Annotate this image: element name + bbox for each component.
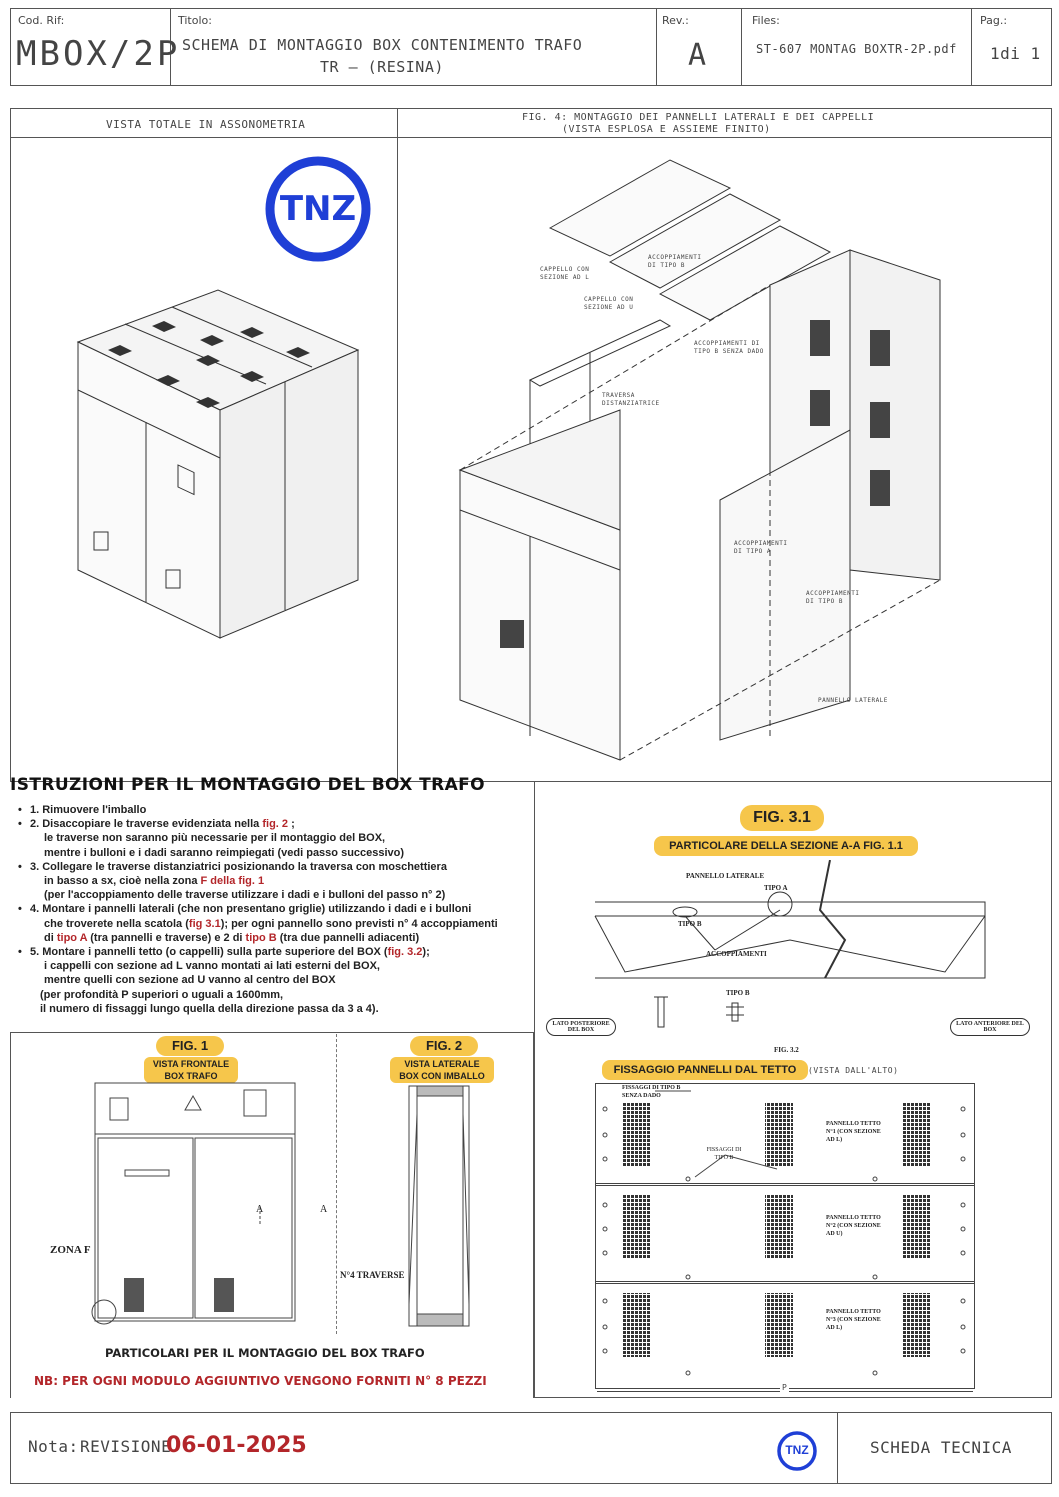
- side-view-drawing: [408, 1085, 470, 1327]
- label-cappello-u: CAPPELLO CON SEZIONE AD U: [584, 296, 634, 311]
- files-value: ST-607 MONTAG BOXTR-2P.pdf: [756, 42, 957, 56]
- fig1-section-a-left: A: [256, 1204, 264, 1215]
- lato-posteriore: LATO POSTERIORE DEL BOX: [546, 1018, 616, 1036]
- left-panel-title: VISTA TOTALE IN ASSONOMETRIA: [106, 118, 306, 131]
- roof-title-note: (VISTA DALL'ALTO): [808, 1066, 899, 1075]
- roof-divider: [595, 1183, 975, 1184]
- fig-divider: [336, 1034, 338, 1334]
- header-divider: [656, 8, 657, 86]
- pag-value: 1di 1: [990, 44, 1041, 63]
- roof-divider: [595, 1283, 975, 1284]
- tnz-logo: TNZ: [262, 153, 374, 265]
- exploded-view-illustration: [458, 159, 941, 761]
- top-panel-divider: [397, 108, 398, 782]
- top-panel-title-rule: [10, 137, 1052, 138]
- step-1: 1. Rimuovere l'imballo: [14, 803, 534, 817]
- label-acc-a: ACCOPPIAMENTI DI TIPO A: [734, 540, 788, 555]
- footer-revisione: REVISIONE: [80, 1437, 172, 1456]
- footer-logo-text: TNZ: [785, 1443, 809, 1457]
- roof-fissaggi-b: FISSAGGI DI TIPO B: [706, 1147, 742, 1161]
- roof-divider: [595, 1281, 975, 1282]
- label-traversa: TRAVERSA DISTANZIATRICE: [602, 392, 660, 407]
- footer-frame: [10, 1412, 1052, 1484]
- section-drawing: [594, 860, 986, 979]
- roof-divider: [595, 1185, 975, 1186]
- instructions-title: ISTRUZIONI PER IL MONTAGGIO DEL BOX TRAF…: [10, 775, 486, 795]
- fig31-tipo-b: TIPO B: [678, 920, 702, 928]
- label-pannello-laterale: PANNELLO LATERALE: [818, 697, 888, 704]
- fig1-section-a-right: A: [320, 1204, 328, 1215]
- footer-logo: TNZ: [776, 1430, 818, 1472]
- roof-fissaggi-b-senza: FISSAGGI DI TIPO B SENZA DADO: [622, 1085, 681, 1099]
- fig31-tipo-a: TIPO A: [764, 884, 788, 892]
- label-acc-b-senza: ACCOPPIAMENTI DI TIPO B SENZA DADO: [694, 340, 764, 355]
- fig31-accoppiamenti: ACCOPPIAMENTI: [706, 950, 767, 958]
- right-panel-title-1: FIG. 4: MONTAGGIO DEI PANNELLI LATERALI …: [522, 112, 875, 123]
- fig32-label: FIG. 3.2: [774, 1046, 799, 1054]
- label-acc-b2: ACCOPPIAMENTI DI TIPO B: [806, 590, 860, 605]
- footer-nota: Nota:: [28, 1437, 79, 1456]
- right-panel-frame: [534, 782, 1052, 1398]
- label-acc-b: ACCOPPIAMENTI DI TIPO B: [648, 254, 702, 269]
- roof-panel-1: PANNELLO TETTO N°1 (CON SEZIONE AD L): [826, 1121, 881, 1143]
- ref-fig32[interactable]: fig. 3.2: [387, 946, 423, 959]
- right-panel-title-2: (VISTA ESPLOSA E ASSIEME FINITO): [562, 124, 771, 135]
- roof-dimension-p: P: [780, 1383, 790, 1392]
- top-panel-frame: [10, 108, 1052, 782]
- tnz-logo-text: TNZ: [279, 189, 357, 229]
- roof-panel-2: PANNELLO TETTO N°2 (CON SEZIONE AD U): [826, 1215, 881, 1237]
- cod-value: MBOX/2P: [16, 34, 181, 74]
- footer-divider: [837, 1412, 838, 1484]
- label-cappello-l: CAPPELLO CON SEZIONE AD L: [540, 266, 590, 281]
- header-divider: [170, 8, 171, 86]
- header-divider: [971, 8, 972, 86]
- front-view-drawing: [91, 1082, 296, 1325]
- bolt-icons: [654, 996, 744, 1028]
- ref-fig2[interactable]: fig. 2: [262, 818, 289, 831]
- bottom-left-note: NB: PER OGNI MODULO AGGIUNTIVO VENGONO F…: [34, 1374, 487, 1388]
- fig31-subtitle: PARTICOLARE DELLA SEZIONE A-A FIG. 1.1: [654, 836, 918, 856]
- bottom-left-frame: [10, 1032, 534, 1398]
- roof-title: FISSAGGIO PANNELLI DAL TETTO: [602, 1060, 808, 1080]
- box-isometric-illustration: [76, 289, 360, 639]
- rev-value: A: [688, 38, 707, 73]
- instructions-list: 1. Rimuovere l'imballo 2. Disaccopiare l…: [14, 803, 534, 1016]
- header-frame: [10, 8, 1052, 86]
- lato-anteriore: LATO ANTERIORE DEL BOX: [950, 1018, 1030, 1036]
- title-label: Titolo:: [178, 14, 212, 27]
- bottom-left-title: PARTICOLARI PER IL MONTAGGIO DEL BOX TRA…: [105, 1346, 425, 1360]
- rev-label: Rev.:: [662, 14, 689, 27]
- step-4: 4. Montare i pannelli laterali (che non …: [14, 902, 534, 945]
- cod-label: Cod. Rif:: [18, 14, 65, 27]
- ref-tipo-b[interactable]: tipo B: [245, 931, 277, 944]
- footer-scheda: SCHEDA TECNICA: [870, 1438, 1012, 1457]
- step-5: 5. Montare i pannelli tetto (o cappelli)…: [14, 945, 534, 1016]
- fig1-badge: FIG. 1: [156, 1036, 224, 1056]
- footer-date: 06-01-2025: [166, 1433, 307, 1458]
- fig31-badge: FIG. 3.1: [740, 805, 824, 831]
- roof-grilles: [602, 1090, 966, 1376]
- pag-label: Pag.:: [980, 14, 1008, 27]
- fig31-tipo-b-label: TIPO B: [726, 989, 750, 997]
- files-label: Files:: [752, 14, 780, 27]
- ref-fig31[interactable]: fig 3.1: [188, 917, 221, 930]
- header-divider: [741, 8, 742, 86]
- step-2: 2. Disaccopiare le traverse evidenziata …: [14, 817, 534, 860]
- fig2-badge: FIG. 2: [410, 1036, 478, 1056]
- step-3: 3. Collegare le traverse distanziatrici …: [14, 860, 534, 903]
- fig2-traverse: N°4 TRAVERSE: [340, 1270, 405, 1280]
- title-line2: TR — (RESINA): [320, 58, 444, 76]
- ref-zona-f[interactable]: F della fig. 1: [200, 875, 265, 888]
- ref-tipo-a[interactable]: tipo A: [56, 931, 88, 944]
- fig1-zona-f: ZONA F: [50, 1244, 91, 1256]
- fig31-pannello-laterale: PANNELLO LATERALE: [686, 872, 765, 880]
- title-line1: SCHEMA DI MONTAGGIO BOX CONTENIMENTO TRA…: [182, 36, 583, 54]
- roof-panel-3: PANNELLO TETTO N°3 (CON SEZIONE AD L): [826, 1309, 881, 1331]
